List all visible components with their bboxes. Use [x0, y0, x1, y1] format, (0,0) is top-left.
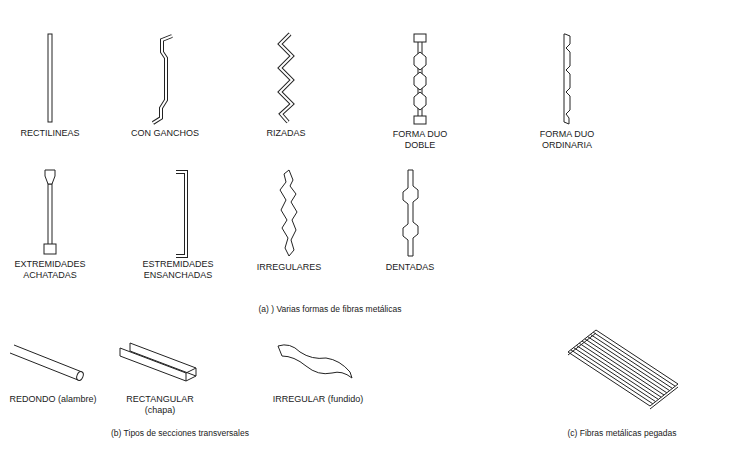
enlarged-end-fiber — [176, 172, 186, 256]
glue-edge — [568, 333, 596, 355]
shape-label: FORMA DUO ORDINARIA — [536, 129, 598, 151]
shape-label: RECTILINEAS — [5, 128, 95, 139]
flat-end-fiber — [44, 170, 56, 254]
crimped-fiber — [280, 34, 292, 122]
shape-label: FORMA DUO DOBLE — [389, 129, 451, 151]
figure-caption: (c) Fibras metálicas pegadas — [522, 428, 722, 439]
hooked-fiber — [153, 36, 172, 123]
shape-label: IRREGULAR (fundido) — [258, 394, 378, 405]
shape-label: RIZADAS — [241, 128, 331, 139]
fiber-stroke — [579, 343, 661, 397]
fiber-stroke — [588, 337, 670, 391]
fiber-stroke — [582, 341, 664, 395]
double-duo-fiber — [414, 34, 426, 124]
indented-fiber — [403, 170, 418, 256]
irregular-cast-section — [278, 345, 352, 378]
figure-caption: (b) Tipos de secciones transversales — [50, 428, 310, 439]
fiber-stroke — [590, 334, 672, 388]
fiber-stroke — [574, 348, 656, 402]
fiber-stroke — [593, 332, 675, 386]
rectangular-sheet-section — [120, 343, 196, 381]
fiber-stroke — [585, 339, 667, 393]
fiber-stroke — [576, 345, 658, 399]
fiber-stroke — [571, 350, 653, 404]
round-wire-section — [10, 345, 84, 381]
glued-fibers — [568, 330, 678, 409]
shape-label: REDONDO (alambre) — [3, 394, 103, 405]
shape-label: ESTREMIDADES ENSANCHADAS — [136, 259, 220, 281]
figure-caption: (a) ) Varias formas de fibras metálicas — [180, 304, 480, 315]
shape-label: IRREGULARES — [244, 262, 334, 273]
glue-edge — [650, 387, 678, 409]
shape-label: CON GANCHOS — [120, 128, 210, 139]
straight-fiber — [48, 34, 52, 122]
irregular-fiber — [280, 170, 297, 256]
shape-label: RECTANGULAR (chapa) — [121, 394, 199, 416]
ordinary-duo-fiber — [564, 34, 570, 124]
shape-label: DENTADAS — [365, 262, 455, 273]
shape-label: EXTREMIDADES ACHATADAS — [8, 259, 92, 281]
